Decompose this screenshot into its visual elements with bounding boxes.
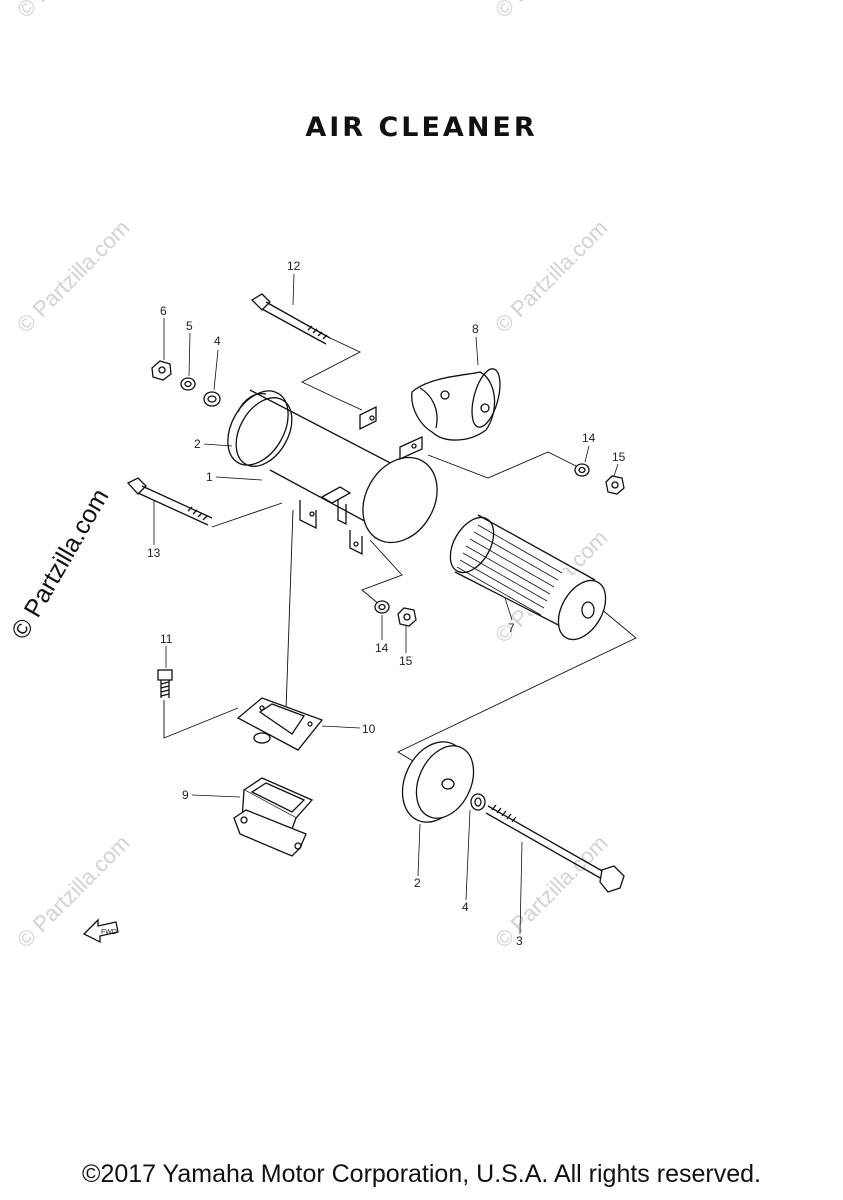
part-ref: 8	[472, 322, 479, 336]
air-cleaner-case-1	[227, 389, 438, 556]
joint-9	[233, 777, 314, 857]
fwd-arrow-icon	[82, 918, 119, 944]
part-ref: 14	[582, 431, 596, 445]
part-ref: 2	[194, 437, 201, 451]
bolt-12	[250, 293, 331, 345]
part-ref: 4	[462, 900, 469, 914]
bolt-3	[485, 804, 625, 893]
cap-2-lower	[401, 741, 475, 823]
part-ref: 12	[287, 259, 301, 273]
washer-14-lower	[374, 600, 390, 614]
part-ref: 5	[186, 319, 193, 333]
leader-lines	[163, 337, 637, 765]
part-ref: 15	[399, 654, 413, 668]
fwd-label: FWD	[101, 929, 117, 936]
washer-5	[180, 377, 196, 391]
duct-8	[411, 368, 501, 441]
part-ref: 10	[362, 722, 376, 736]
part-ref: 14	[375, 641, 389, 655]
bolt-13	[126, 477, 213, 526]
label-leaders	[153, 273, 619, 935]
part-ref: 6	[160, 304, 167, 318]
part-ref: 9	[182, 788, 189, 802]
part-ref: 2	[414, 876, 421, 890]
nut-15-lower	[397, 607, 417, 627]
washer-14-upper	[574, 463, 590, 477]
nut-15-upper	[605, 475, 625, 495]
gasket-10	[236, 697, 324, 751]
part-ref: 15	[612, 450, 626, 464]
nut-6	[151, 360, 172, 381]
part-ref: 13	[147, 546, 161, 560]
washer-4-lower	[470, 793, 486, 811]
part-ref: 7	[508, 621, 515, 635]
part-ref: 4	[214, 334, 221, 348]
part-ref: 11	[160, 632, 173, 646]
washer-4	[203, 391, 221, 407]
filter-element-7	[449, 514, 607, 641]
part-ref: 1	[206, 470, 213, 484]
screw-11	[157, 669, 173, 698]
part-ref: 3	[516, 934, 523, 948]
copyright-notice: ©2017 Yamaha Motor Corporation, U.S.A. A…	[82, 1160, 761, 1188]
page-title: AIR CLEANER	[305, 112, 538, 143]
cap-2-upper	[237, 392, 267, 413]
